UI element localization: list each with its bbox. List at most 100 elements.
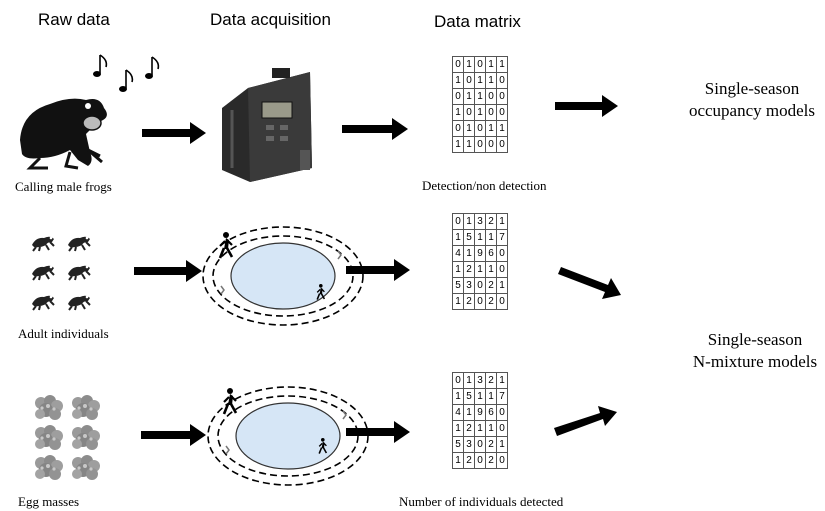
matrix-cell: 0 — [474, 120, 486, 137]
matrix-cell: 6 — [485, 245, 497, 262]
matrix-cell: 0 — [474, 436, 486, 453]
flow-arrows — [134, 95, 621, 446]
matrix-cell: 0 — [452, 120, 464, 137]
arrow-icon — [555, 95, 618, 117]
model-label-line: Single-season — [707, 330, 803, 349]
matrix-cell: 0 — [496, 452, 508, 469]
arrow-icon — [346, 259, 410, 281]
matrix-cell: 1 — [463, 213, 475, 230]
matrix-cell: 2 — [463, 452, 475, 469]
matrix-cell: 1 — [463, 120, 475, 137]
matrix-cell: 1 — [452, 420, 464, 437]
header-data-acquisition: Data acquisition — [210, 10, 331, 29]
matrix-cell: 1 — [463, 56, 475, 73]
model-label-line: N-mixture models — [692, 352, 818, 371]
matrix-cell: 6 — [485, 404, 497, 421]
matrix-cell: 5 — [452, 436, 464, 453]
matrix-cell: 0 — [496, 245, 508, 262]
model-label-line: Single-season — [704, 79, 800, 98]
arrow-icon — [142, 122, 206, 144]
matrix-cell: 1 — [474, 229, 486, 246]
matrix-cell: 1 — [474, 388, 486, 405]
matrix-cell: 2 — [485, 277, 497, 294]
arrow-icon — [558, 267, 621, 299]
arrow-icon — [554, 406, 617, 436]
matrix-cell: 1 — [463, 372, 475, 389]
matrix-cell: 1 — [452, 452, 464, 469]
matrix-cell: 1 — [463, 88, 475, 105]
matrix-cell: 0 — [452, 372, 464, 389]
matrix-cell: 7 — [496, 229, 508, 246]
matrix-cell: 1 — [496, 436, 508, 453]
matrix-cell: 0 — [474, 136, 486, 153]
matrix-cell: 0 — [485, 136, 497, 153]
pond-survey-icon — [207, 386, 369, 486]
matrix-cell: 1 — [463, 245, 475, 262]
caption-egg-masses: Egg masses — [18, 494, 80, 509]
matrix-cell: 1 — [496, 277, 508, 294]
matrix-cell: 2 — [485, 372, 497, 389]
matrix-cell: 1 — [485, 72, 497, 89]
matrix-cell: 1 — [452, 229, 464, 246]
matrix-cell: 2 — [463, 420, 475, 437]
matrix-cell: 0 — [463, 104, 475, 121]
matrix-cell: 2 — [463, 293, 475, 310]
matrix-cell: 1 — [496, 213, 508, 230]
matrix-cell: 0 — [496, 72, 508, 89]
matrix-cell: 0 — [485, 104, 497, 121]
caption-detection: Detection/non detection — [422, 178, 547, 193]
adult-frogs-icon — [31, 235, 91, 311]
header-raw-data: Raw data — [38, 10, 110, 29]
matrix-cell: 1 — [474, 104, 486, 121]
matrix-cell: 1 — [452, 136, 464, 153]
header-data-matrix: Data matrix — [434, 12, 521, 31]
matrix-cell: 1 — [496, 56, 508, 73]
matrix-cell: 5 — [452, 277, 464, 294]
matrix-cell: 3 — [463, 436, 475, 453]
matrix-cell: 0 — [496, 261, 508, 278]
matrix-cell: 0 — [452, 213, 464, 230]
caption-individuals-detected: Number of individuals detected — [399, 494, 564, 509]
matrix-cell: 4 — [452, 404, 464, 421]
matrix-cell: 5 — [463, 388, 475, 405]
matrix-cell: 0 — [496, 88, 508, 105]
matrix-cell: 1 — [485, 388, 497, 405]
matrix-cell: 1 — [452, 388, 464, 405]
matrix-cell: 1 — [496, 120, 508, 137]
n-mixture-models-label: Single-season N-mixture models — [655, 329, 825, 373]
matrix-cell: 2 — [485, 452, 497, 469]
matrix-cell: 1 — [485, 56, 497, 73]
matrix-cell: 1 — [452, 293, 464, 310]
matrix-cell: 1 — [485, 420, 497, 437]
matrix-cell: 0 — [496, 104, 508, 121]
matrix-cell: 2 — [485, 436, 497, 453]
matrix-cell: 1 — [485, 229, 497, 246]
arrow-icon — [346, 421, 410, 443]
arrow-icon — [342, 118, 408, 140]
matrix-cell: 3 — [463, 277, 475, 294]
matrix-cell: 0 — [496, 293, 508, 310]
matrix-cell: 2 — [485, 213, 497, 230]
pond-survey-icon — [202, 226, 364, 326]
matrix-cell: 1 — [452, 104, 464, 121]
matrix-cell: 3 — [474, 372, 486, 389]
occupancy-models-label: Single-season occupancy models — [652, 78, 825, 122]
matrix-cell: 1 — [463, 136, 475, 153]
matrix-cell: 0 — [474, 293, 486, 310]
